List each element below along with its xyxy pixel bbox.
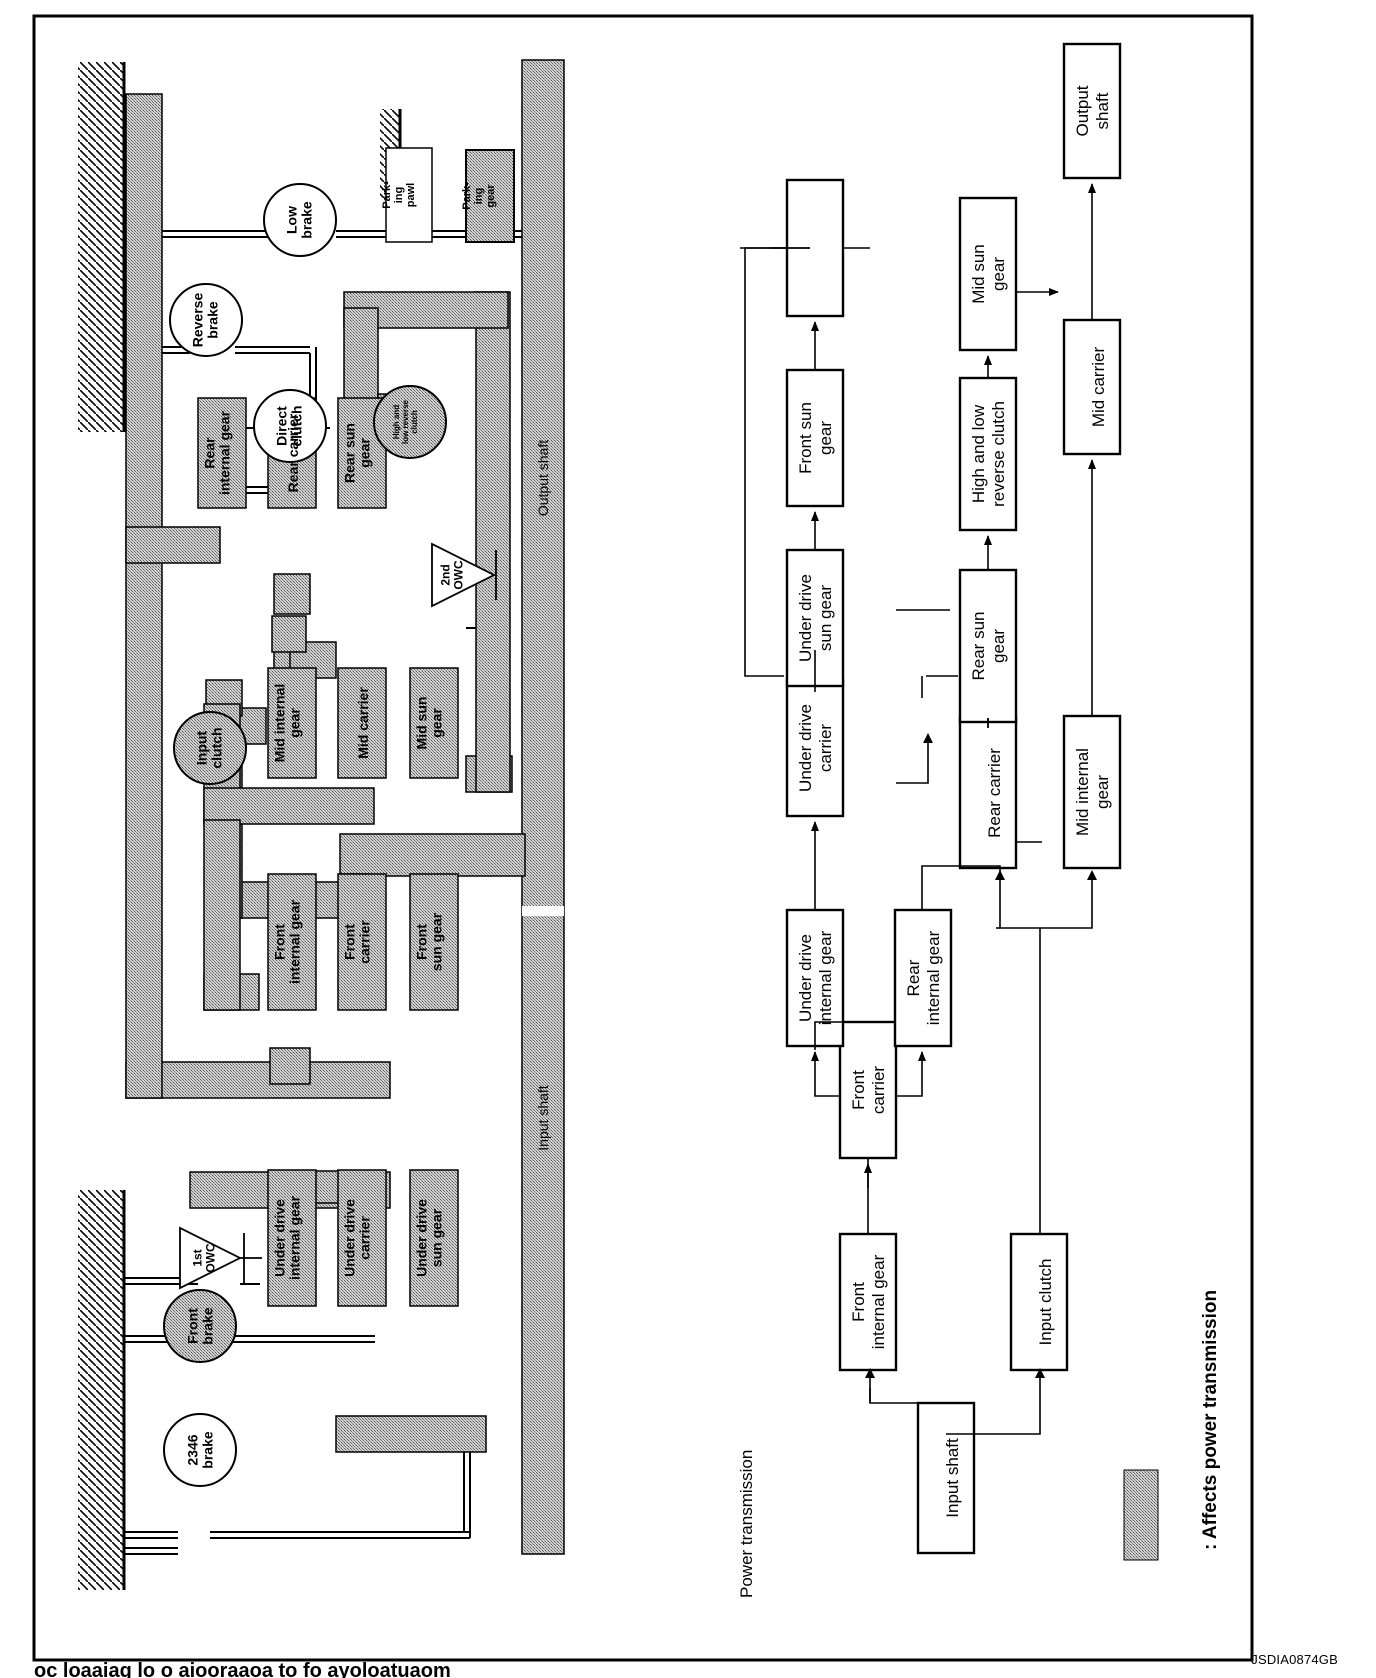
- label-direct-clutch: Directclutch: [273, 405, 304, 446]
- label-mid-sun-gear: Mid sungear: [413, 697, 444, 750]
- label-mid-internal-gear: Mid internalgear: [271, 684, 302, 763]
- label-output-shaft: Output shaft: [535, 440, 551, 516]
- label-input-clutch: Inputclutch: [193, 727, 224, 768]
- label-front-brake: Frontbrake: [184, 1307, 215, 1345]
- label-front-internal-gear: Frontinternal gear: [271, 899, 302, 984]
- label-under-drive-sun-gear: Under drivesun gear: [413, 1199, 444, 1277]
- label-parking-gear: Park-inggear: [461, 182, 497, 210]
- figure-code: JSDIA0874GB: [1251, 1652, 1338, 1667]
- label-front-carrier: Frontcarrier: [341, 920, 372, 964]
- label-rear-internal-gear: Rearinternal gear: [201, 410, 232, 495]
- label-1st-owc: 1stOWC: [190, 1243, 217, 1273]
- flow-front-internal-gear: Frontinternal gear: [849, 1254, 888, 1349]
- label-2nd-owc: 2ndOWC: [438, 560, 465, 590]
- label-front-sun-gear: Frontsun gear: [413, 912, 444, 971]
- flow-mid-internal-gear: Mid internalgear: [1073, 748, 1112, 836]
- flow-front-carrier: Frontcarrier: [849, 1066, 888, 1115]
- label-rear-carrier: Rear carrier: [285, 413, 301, 492]
- label-input-shaft: Input shaft: [535, 1085, 551, 1150]
- label-low-brake: Lowbrake: [283, 201, 314, 239]
- flow-output-shaft: Outputshaft: [1073, 85, 1112, 136]
- legend-swatch: [1123, 1469, 1159, 1561]
- label-rear-sun-gear: Rear sungear: [341, 423, 372, 483]
- flow-mid-carrier: Mid carrier: [1089, 347, 1108, 428]
- power-flowchart: Input shaft Frontinternal gear Input clutc…: [740, 42, 1159, 1561]
- flow-under-drive-internal-gear: Under driveinternal gear: [796, 930, 835, 1025]
- label-mid-carrier: Mid carrier: [355, 687, 371, 759]
- flow-high-low-reverse-clutch: High and lowreverse clutch: [969, 401, 1008, 507]
- partial-caption: oc loaaiag lo o aiooraaoa to fo ayoloatu…: [34, 1660, 451, 1678]
- ground-hatch: [78, 62, 124, 432]
- flow-rear-internal-gear: Rearinternal gear: [904, 930, 943, 1025]
- flow-mid-sun-gear: Mid sungear: [969, 244, 1008, 304]
- label-parking-pawl: Park-ingpawl: [381, 181, 417, 209]
- legend-text: : Affects power transmission: [1200, 1290, 1221, 1550]
- flow-under-drive-carrier: Under drivecarrier: [796, 704, 835, 792]
- label-reverse-brake: Reversebrake: [189, 293, 220, 348]
- label-2346-brake: 2346brake: [184, 1431, 215, 1469]
- output-input-shaft-bar: [521, 59, 565, 1555]
- label-high-low-reverse-clutch: High andlow reverseclutch: [392, 399, 419, 444]
- flow-rear-carrier: Rear carrier: [985, 748, 1004, 838]
- label-under-drive-internal-gear: Under driveinternal gear: [271, 1195, 302, 1280]
- page-frame: [32, 14, 1254, 1662]
- ground-hatch: [78, 1190, 124, 1590]
- flow-input-shaft: Input shaft: [943, 1438, 962, 1518]
- flow-under-drive-sun-gear: Under drivesun gear: [796, 574, 835, 662]
- flow-input-clutch: Input clutch: [1036, 1259, 1055, 1346]
- flow-title: Power transmission: [737, 1450, 756, 1598]
- flow-rear-sun-gear: Rear sungear: [969, 612, 1008, 681]
- label-under-drive-carrier: Under drivecarrier: [341, 1199, 372, 1277]
- flow-front-sun-gear: Front sungear: [796, 402, 835, 474]
- schematic: 2346brake Frontbrake 1stOWC Under driveinte…: [78, 59, 565, 1590]
